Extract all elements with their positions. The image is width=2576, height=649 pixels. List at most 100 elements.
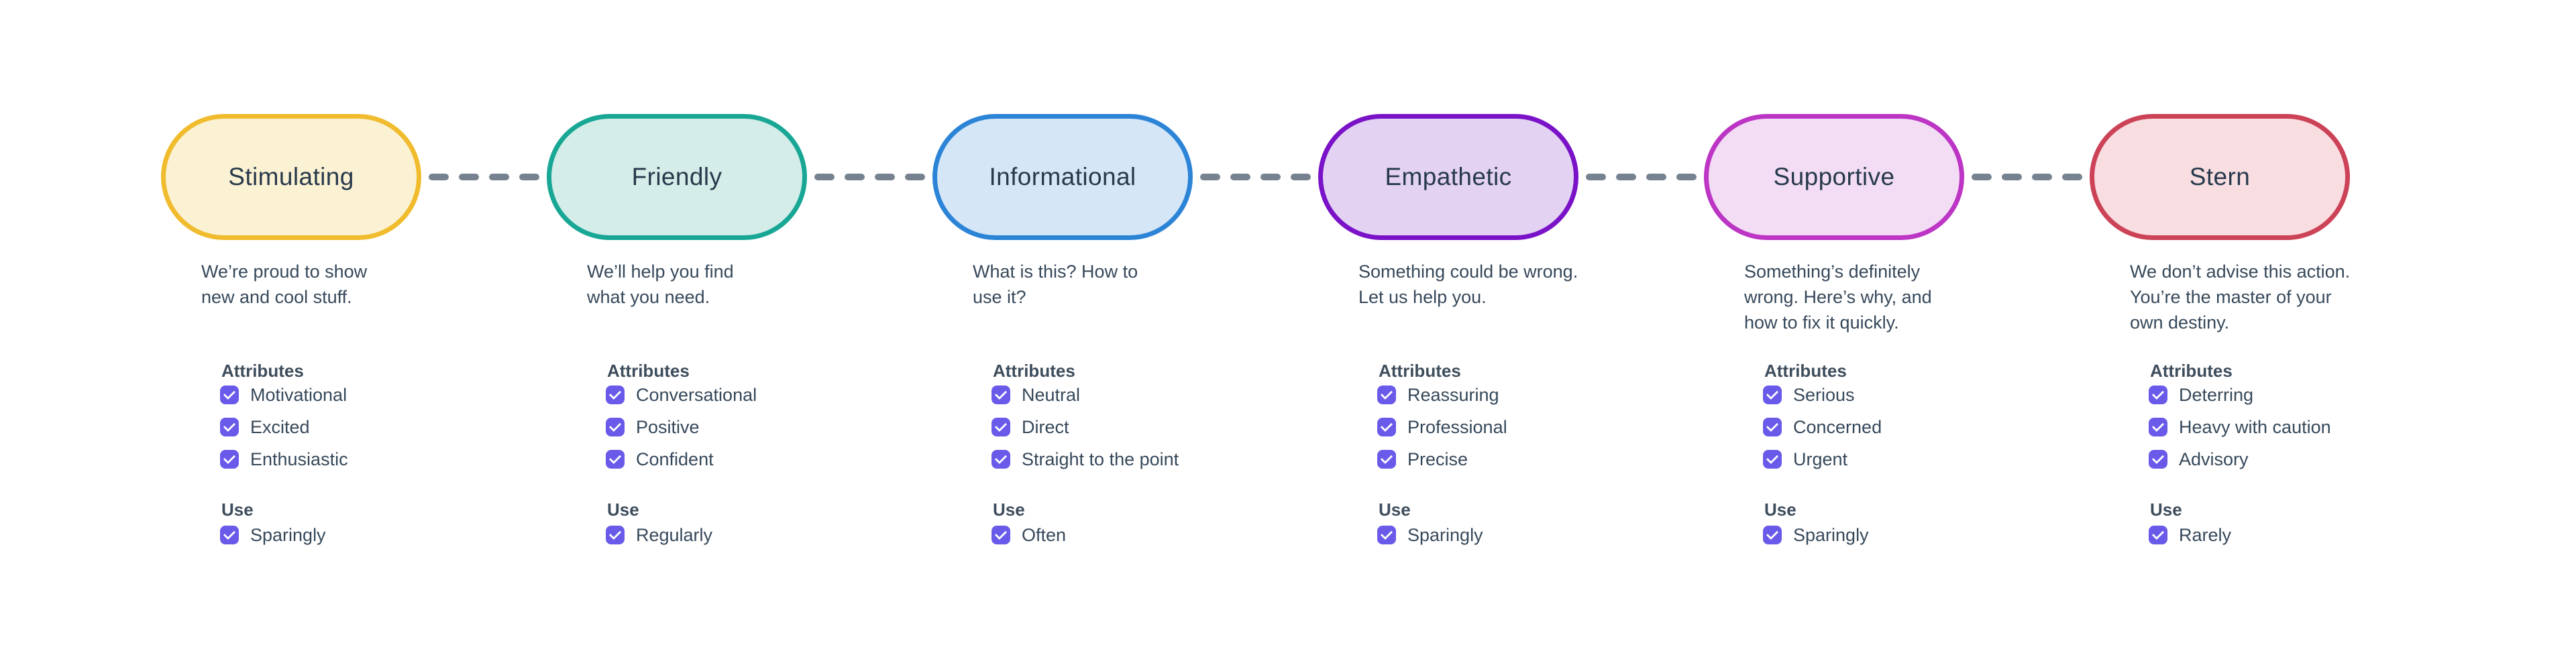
tone-column-stern: Stern We don’t advise this action. You’r…: [2090, 0, 2475, 649]
checkbox-checked-icon[interactable]: [991, 450, 1010, 469]
checkbox-checked-icon[interactable]: [2149, 526, 2167, 544]
use-heading: Use: [1764, 499, 1796, 520]
connector: [421, 174, 547, 180]
tone-description: What is this? How to use it?: [973, 261, 1138, 307]
use-item: Regularly: [606, 525, 712, 545]
attribute-label: Heavy with caution: [2179, 416, 2331, 437]
dash-segment: [1230, 174, 1250, 180]
dash-segment: [1676, 174, 1697, 180]
attribute-label: Serious: [1793, 384, 1855, 405]
attributes-heading: Attributes: [1764, 361, 1847, 381]
use-heading: Use: [221, 499, 254, 520]
dash-segment: [459, 174, 479, 180]
attributes-list: Reassuring Professional Precise: [1377, 384, 1507, 469]
checkbox-checked-icon[interactable]: [606, 386, 625, 404]
tone-pill-label: Stimulating: [228, 163, 354, 190]
tone-column-empathetic: Empathetic Something could be wrong. Let…: [1318, 0, 1704, 649]
attribute-item: Heavy with caution: [2149, 416, 2331, 437]
attribute-label: Motivational: [250, 384, 347, 405]
attribute-item: Concerned: [1763, 417, 1882, 437]
attributes-list: Motivational Excited Enthusiastic: [220, 384, 348, 469]
checkbox-checked-icon[interactable]: [606, 418, 625, 436]
checkbox-checked-icon[interactable]: [2149, 450, 2167, 469]
dash-segment: [2062, 174, 2082, 180]
dash-segment: [519, 174, 539, 180]
attribute-item: Confident: [606, 449, 757, 469]
use-label: Rarely: [2179, 524, 2232, 545]
dash-segment: [1291, 174, 1311, 180]
checkbox-checked-icon[interactable]: [220, 418, 239, 436]
attributes-heading: Attributes: [993, 361, 1075, 381]
attribute-label: Excited: [250, 416, 310, 437]
checkbox-checked-icon[interactable]: [1763, 418, 1782, 436]
attribute-item: Professional: [1377, 416, 1507, 437]
use-label: Often: [1022, 524, 1067, 545]
checkbox-checked-icon[interactable]: [1763, 526, 1782, 544]
dash-segment: [429, 174, 449, 180]
dash-segment: [1646, 174, 1666, 180]
dash-segment: [1260, 174, 1281, 180]
attributes-heading: Attributes: [2150, 361, 2233, 381]
dash-segment: [1200, 174, 1220, 180]
checkbox-checked-icon[interactable]: [220, 526, 239, 544]
use-item: Sparingly: [1763, 525, 1869, 545]
attribute-label: Deterring: [2179, 384, 2254, 405]
checkbox-checked-icon[interactable]: [1763, 386, 1782, 404]
attributes-heading: Attributes: [1379, 361, 1461, 381]
checkbox-checked-icon[interactable]: [1377, 450, 1396, 469]
attribute-item: Neutral: [991, 385, 1179, 405]
attribute-item: Conversational: [606, 385, 757, 405]
checkbox-checked-icon[interactable]: [606, 450, 625, 469]
tone-pill-label: Informational: [989, 163, 1136, 190]
dash-segment: [845, 174, 865, 180]
checkbox-checked-icon[interactable]: [220, 386, 239, 404]
checkbox-checked-icon[interactable]: [1377, 526, 1396, 544]
checkbox-checked-icon[interactable]: [220, 450, 239, 469]
use-heading: Use: [607, 499, 639, 520]
checkbox-checked-icon[interactable]: [2149, 386, 2167, 404]
dash-segment: [2032, 174, 2052, 180]
use-item: Sparingly: [220, 524, 326, 545]
checkbox-checked-icon[interactable]: [1377, 418, 1396, 436]
connector: [1964, 174, 2090, 180]
attributes-list: Conversational Positive Confident: [606, 385, 757, 469]
use-label: Sparingly: [1407, 524, 1483, 545]
use-heading: Use: [2150, 499, 2182, 520]
attribute-item: Serious: [1763, 384, 1882, 405]
tone-pill-empathetic: Empathetic: [1318, 114, 1578, 240]
checkbox-checked-icon[interactable]: [1377, 386, 1396, 404]
tone-pill-stern: Stern: [2090, 114, 2350, 240]
attributes-list: Deterring Heavy with caution Advisory: [2149, 384, 2331, 469]
tone-pill-friendly: Friendly: [547, 114, 807, 240]
checkbox-checked-icon[interactable]: [2149, 418, 2167, 436]
use-label: Sparingly: [250, 524, 326, 545]
checkbox-checked-icon[interactable]: [991, 386, 1010, 404]
tone-description: We’re proud to show new and cool stuff.: [201, 261, 368, 307]
attribute-item: Motivational: [220, 384, 348, 405]
attribute-item: Urgent: [1763, 449, 1882, 469]
use-item: Often: [991, 524, 1067, 545]
attribute-item: Precise: [1377, 449, 1507, 469]
attributes-heading: Attributes: [221, 361, 304, 381]
tone-description: We don’t advise this action. You’re the …: [2130, 261, 2351, 333]
attribute-label: Enthusiastic: [250, 449, 348, 469]
checkbox-checked-icon[interactable]: [1763, 450, 1782, 469]
attribute-item: Direct: [991, 417, 1179, 437]
tone-description: Something’s definitely wrong. Here’s why…: [1744, 261, 1932, 333]
connector: [1193, 174, 1318, 180]
attribute-label: Professional: [1407, 416, 1507, 437]
dash-segment: [1616, 174, 1636, 180]
connector: [807, 174, 932, 180]
attribute-label: Reassuring: [1407, 384, 1499, 405]
use-item: Rarely: [2149, 524, 2232, 545]
tone-description: We’ll help you find what you need.: [587, 261, 734, 307]
checkbox-checked-icon[interactable]: [991, 418, 1010, 436]
attributes-list: Serious Concerned Urgent: [1763, 384, 1882, 469]
dash-segment: [814, 174, 835, 180]
attribute-item: Reassuring: [1377, 384, 1507, 405]
use-item: Sparingly: [1377, 524, 1483, 545]
checkbox-checked-icon[interactable]: [606, 526, 625, 544]
use-heading: Use: [1379, 499, 1411, 520]
checkbox-checked-icon[interactable]: [991, 526, 1010, 544]
